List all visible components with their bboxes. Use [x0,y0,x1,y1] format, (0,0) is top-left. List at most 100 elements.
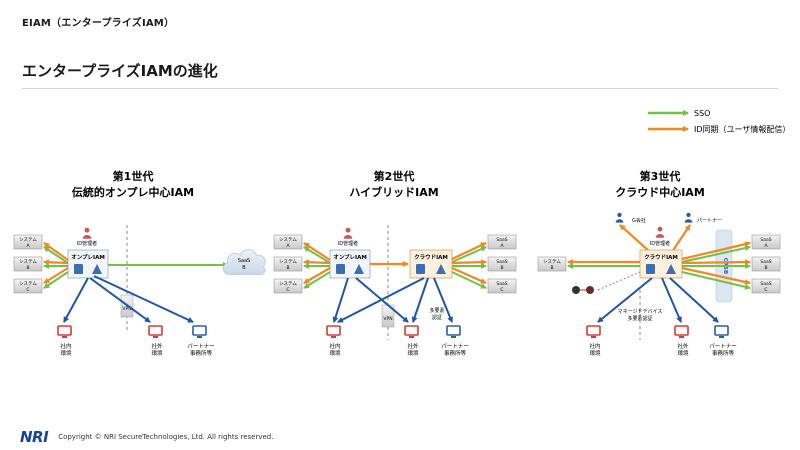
gen1-access-arrow-partner [93,275,194,323]
gen3-sync-arrow-saas-a [681,241,751,261]
gen3-subtitle: クラウド中心IAM [615,185,705,199]
gen1-onprem-iam: オンプレIAM [67,249,109,279]
svg-text:C: C [26,287,29,293]
gen1-sync-arrow-c [43,267,69,284]
gen2-saas-c: SaaS C [487,278,517,294]
gen3-group-company-label: G会社 [632,217,646,224]
gen2-sso-arrow-a [303,246,331,264]
gen2-sync-arrow-saas-a [451,242,487,260]
gen2-sync-arrow-saas-c [451,266,487,285]
svg-text:社外: 社外 [677,342,689,350]
gen3-sso-arrow-saas-c [681,271,751,290]
svg-text:SaaS: SaaS [238,258,250,264]
svg-text:B: B [242,265,246,271]
gen3-access-arrow-internal [597,277,653,323]
generation-1: システム A システム B システム C ID管理者 オンプレIAM [13,225,266,357]
svg-text:社内: 社内 [60,342,71,350]
gen2-sync-arrow-a [303,242,331,261]
gen2-client-internal: 社内 環境 [326,325,341,357]
svg-text:A: A [500,243,504,249]
gen3-access-arrow-partner [669,277,719,323]
gen3-saas-c: SaaS C [751,278,781,294]
svg-text:SaaS: SaaS [760,259,771,265]
gen2-sso-arrow-c [303,271,331,289]
svg-text:A: A [26,243,30,249]
svg-text:システム: システム [279,259,297,265]
gen2-access-arrow-partner [433,277,453,323]
svg-text:オンプレIAM: オンプレIAM [71,253,105,261]
gen3-client-external: 社外 環境 [674,325,689,357]
svg-text:C: C [764,287,767,293]
svg-text:SaaS: SaaS [760,281,771,287]
svg-text:VPN: VPN [383,316,392,322]
svg-text:VPN: VPN [122,306,131,312]
gen2-saas-a: SaaS A [487,234,517,250]
svg-text:社内: 社内 [589,342,600,350]
gen3-saas-b: SaaS B [751,256,781,272]
gen2-sso-arrow-saas-c [451,271,487,289]
svg-text:パートナー: パートナー [709,343,737,350]
gen1-sso-arrow-c [43,271,69,289]
page-title: エンタープライズIAMの進化 [22,62,218,80]
svg-text:パートナー: パートナー [441,343,469,350]
gen2-system-b: システム B [273,256,303,272]
svg-text:パートナー: パートナー [187,343,215,350]
gen2-onprem-iam: オンプレIAM [329,249,371,279]
legend: SSO ID同期（ユーザ情報配信） [648,109,790,134]
gen3-title: 第3世代 [640,169,681,183]
gen2-mfa-label-2: 認証 [432,314,442,321]
gen2-access-arrow-external [411,277,429,323]
gen2-sync-arrow-c [303,267,331,284]
legend-sso-label: SSO [694,109,710,118]
gen1-access-arrow-internal [63,277,89,323]
legend-sync-label: ID同期（ユーザ情報配信） [694,124,790,134]
gen3-sync-arrow-group [619,224,651,253]
gen1-sync-arrow-a [43,242,69,261]
gen1-access-arrow-external [89,277,151,323]
svg-text:システム: システム [19,281,37,287]
gen2-sync-arrow-saas-b [451,259,487,266]
svg-text:システム: システム [543,259,561,265]
svg-text:環境: 環境 [329,349,341,357]
gen1-admin-label: ID管理者 [77,240,97,247]
gen3-system-b: システム B [537,256,567,272]
gen1-client-internal: 社内 環境 [57,325,72,357]
gen3-managed-device-label: マネージドデバイス [618,308,663,315]
gen3-client-partner: パートナー 事務所等 [709,325,737,357]
svg-text:SaaS: SaaS [496,259,507,265]
svg-text:環境: 環境 [151,349,163,357]
gen1-system-c: システム C [13,278,43,294]
gen1-sso-arrow-a [43,246,69,264]
svg-text:社内: 社内 [329,342,340,350]
svg-text:クラウドIAM: クラウドIAM [414,253,448,261]
gen2-admin-label: ID管理者 [338,240,358,247]
svg-text:B: B [26,265,29,271]
gen3-partner-icon [684,212,693,223]
gen3-admin-label: ID管理者 [650,240,670,247]
gen1-client-partner: パートナー 事務所等 [187,325,215,357]
gen1-system-a: システム A [13,234,43,250]
svg-text:事務所等: 事務所等 [712,349,735,357]
gen3-cloud-iam: クラウドIAM [639,249,683,279]
gen3-saas-a: SaaS A [751,234,781,250]
svg-text:クラウドIAM: クラウドIAM [644,253,678,261]
gen3-mfa-label: 多要素認証 [627,315,652,322]
gen3-blocked-access [597,271,641,291]
gen3-access-arrow-external [661,277,682,323]
svg-text:SaaS: SaaS [496,237,507,243]
gen2-client-external: 社外 環境 [404,325,419,357]
gen3-threat-icon [572,286,594,294]
title-divider [22,88,778,89]
svg-text:SaaS: SaaS [496,281,507,287]
gen3-partner-label: パートナー [697,218,722,224]
svg-text:環境: 環境 [60,349,72,357]
gen1-sync-arrow-b [43,259,69,266]
svg-text:環境: 環境 [677,349,689,357]
svg-text:事務所等: 事務所等 [444,349,467,357]
gen2-cloud-iam: クラウドIAM [409,249,453,279]
gen2-access-arrow-external-onprem [355,277,409,323]
gen3-sync-arrow-partner [671,224,691,253]
gen2-client-partner: パートナー 事務所等 [441,325,469,357]
svg-text:社外: 社外 [407,342,419,350]
